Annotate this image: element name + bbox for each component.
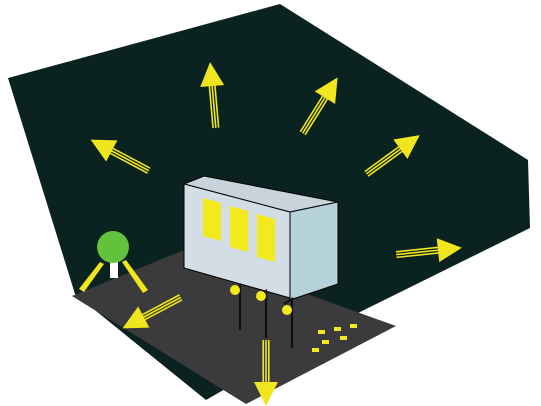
lit-window-1 <box>203 198 221 241</box>
ground-light <box>334 327 341 331</box>
lit-window-2 <box>230 206 248 252</box>
ground-light <box>340 336 347 340</box>
building-side <box>290 202 338 300</box>
ground-light <box>322 340 329 344</box>
ground-light <box>350 324 357 328</box>
ground-light <box>318 330 325 334</box>
ground-light <box>312 348 319 352</box>
lit-window-3 <box>257 214 275 262</box>
